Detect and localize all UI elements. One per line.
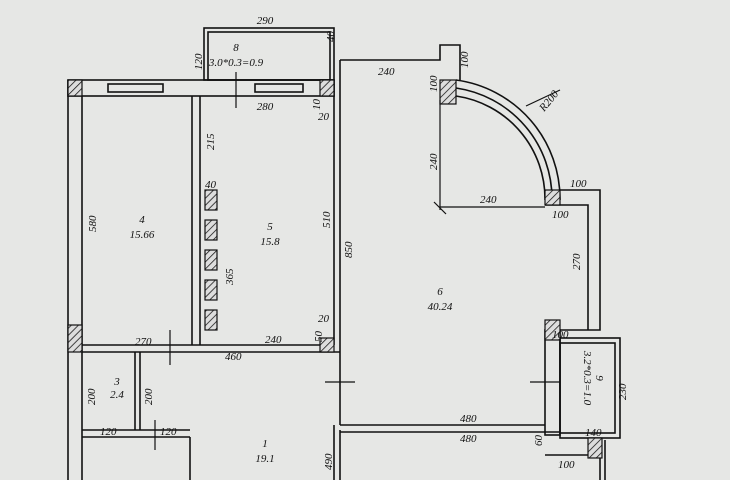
room-6-area: 40.24 — [428, 301, 453, 313]
dim: 510 — [321, 211, 333, 228]
dim: 20 — [318, 313, 330, 325]
dim: 365 — [224, 268, 236, 286]
dimension-labels: 290 40 120 280 10 20 240 100 100 R200 24… — [86, 15, 629, 471]
room-5-area: 15.8 — [260, 236, 280, 248]
room-6-number: 6 — [437, 286, 443, 298]
dim: 200 — [86, 388, 98, 405]
dim: 200 — [143, 388, 155, 405]
dim: 240 — [378, 66, 395, 78]
dim: 480 — [460, 413, 477, 425]
dim: 580 — [87, 215, 99, 232]
dim: 120 — [193, 53, 205, 70]
dim: 100 — [552, 329, 569, 341]
room-3-number: 3 — [113, 376, 120, 388]
room-5-number: 5 — [267, 221, 273, 233]
dim: 270 — [571, 253, 583, 270]
dim: 240 — [480, 194, 497, 206]
dim: R200 — [536, 88, 561, 115]
dim: 50 — [313, 331, 325, 343]
dim: 270 — [135, 336, 152, 348]
room-8-area: 3.0*0.3=0.9 — [208, 57, 264, 69]
dim: 240 — [265, 334, 282, 346]
columns — [67, 79, 603, 459]
dim: 290 — [257, 15, 274, 27]
room-labels: 8 3.0*0.3=0.9 4 15.66 5 15.8 6 40.24 3 2… — [110, 42, 605, 465]
room-3-area: 2.4 — [110, 389, 124, 401]
walls — [67, 27, 621, 480]
dim: 490 — [323, 453, 335, 470]
dim: 230 — [617, 383, 629, 400]
room-8-number: 8 — [233, 42, 239, 54]
room-4-area: 15.66 — [130, 229, 155, 241]
dim: 240 — [428, 153, 440, 170]
dim: 215 — [205, 133, 217, 150]
dim: 100 — [428, 75, 440, 92]
dim: 140 — [585, 427, 602, 439]
dim: 100 — [552, 209, 569, 221]
dim: 10 — [311, 99, 323, 111]
room-4-number: 4 — [139, 214, 145, 226]
room-9-area: 3.2*0.3=1.0 — [581, 350, 593, 406]
dim: 40 — [205, 179, 217, 191]
dim: 120 — [160, 426, 177, 438]
ticks — [154, 72, 561, 450]
dim: 100 — [558, 459, 575, 471]
dim: 20 — [318, 111, 330, 123]
dim: 100 — [459, 51, 471, 68]
dim: 280 — [257, 101, 274, 113]
room-9-number: 9 — [593, 375, 605, 381]
dim: 480 — [460, 433, 477, 445]
dim: 850 — [343, 241, 355, 258]
dim: 100 — [570, 178, 587, 190]
dim: 60 — [533, 435, 545, 447]
dim: 40 — [325, 31, 337, 43]
dim: 460 — [225, 351, 242, 363]
room-1-area: 19.1 — [255, 453, 274, 465]
dim: 120 — [100, 426, 117, 438]
room-1-number: 1 — [262, 438, 268, 450]
